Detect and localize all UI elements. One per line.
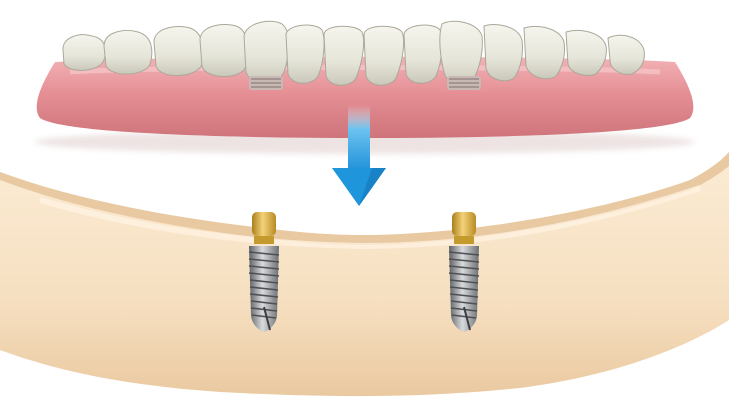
jaw-bone (0, 152, 729, 401)
tooth (243, 20, 290, 83)
tooth (403, 24, 443, 84)
implant-icon (248, 212, 280, 332)
tooth (363, 25, 405, 86)
tooth (153, 26, 204, 77)
tooth (523, 26, 565, 80)
implant-icon (448, 212, 480, 332)
tooth (199, 24, 249, 77)
tooth (607, 34, 645, 75)
denture-icon (35, 20, 695, 154)
tooth (103, 30, 153, 75)
tooth (285, 24, 325, 84)
tooth (323, 25, 365, 86)
tooth (483, 24, 523, 82)
tooth (62, 34, 106, 71)
tooth (565, 30, 607, 77)
arrow-down-icon (332, 105, 386, 206)
attachment-left (249, 76, 283, 90)
attachment-right (447, 76, 481, 90)
teeth-row (62, 20, 645, 87)
